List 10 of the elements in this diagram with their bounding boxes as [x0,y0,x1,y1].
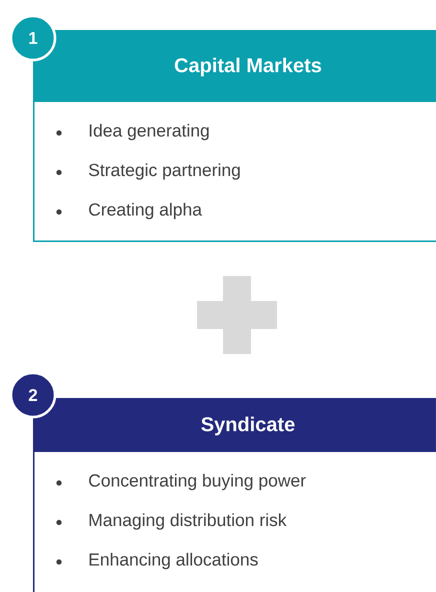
bullet-text: Concentrating buying power [89,474,306,490]
bullet-text: Idea generating [90,124,209,140]
card-heading: Capital Markets [174,58,322,76]
number-badge: 1 [10,14,56,62]
number-badge: 2 [10,372,56,418]
bullet-text: Enhancing allocations [90,552,258,570]
bullet-text: Creating alpha [89,202,202,220]
bullet-text: Managing distribution risk [90,513,287,530]
bullet-text: Strategic partnering [89,163,240,180]
card-heading: Syndicate [201,416,295,436]
